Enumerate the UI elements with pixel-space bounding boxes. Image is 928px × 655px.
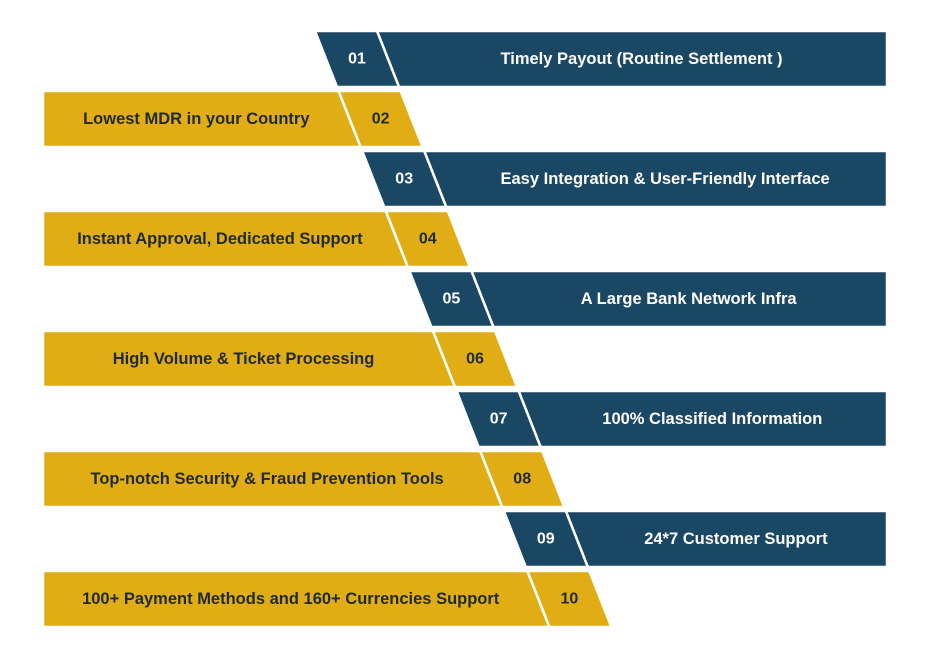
feature-number: 07 [490, 411, 508, 428]
feature-label: Instant Approval, Dedicated Support [77, 230, 363, 248]
feature-label: A Large Bank Network Infra [581, 290, 798, 308]
number-box-06 [431, 329, 519, 389]
feature-number: 01 [348, 51, 366, 68]
feature-label: Top-notch Security & Fraud Prevention To… [90, 470, 443, 488]
number-box-05 [407, 269, 496, 329]
feature-number: 08 [513, 471, 531, 488]
number-box-09 [501, 509, 590, 569]
number-box-01 [313, 29, 401, 89]
number-box-07 [454, 389, 543, 449]
feature-number: 10 [561, 591, 579, 608]
feature-label: Timely Payout (Routine Settlement ) [500, 50, 782, 68]
feature-number: 02 [372, 111, 390, 128]
number-box-03 [360, 149, 449, 209]
feature-label: Lowest MDR in your Country [83, 110, 310, 128]
feature-label: High Volume & Ticket Processing [113, 350, 375, 368]
feature-number: 09 [537, 531, 555, 548]
feature-number: 05 [443, 291, 461, 308]
feature-number: 06 [466, 351, 484, 368]
feature-label: Easy Integration & User-Friendly Interfa… [501, 170, 830, 188]
feature-number: 03 [395, 171, 413, 188]
feature-label: 100% Classified Information [602, 410, 822, 428]
number-box-04 [383, 209, 472, 269]
feature-number: 04 [419, 231, 437, 248]
feature-label: 24*7 Customer Support [644, 530, 828, 548]
number-box-08 [478, 449, 567, 509]
feature-label: 100+ Payment Methods and 160+ Currencies… [82, 590, 500, 608]
number-box-10 [525, 569, 614, 629]
number-box-02 [336, 89, 425, 149]
